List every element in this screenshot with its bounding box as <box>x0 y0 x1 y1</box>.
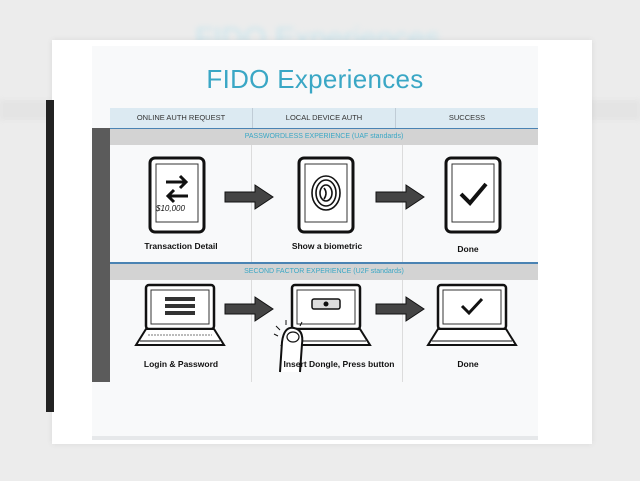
transfer-arrows-icon <box>165 174 189 204</box>
cell-label-login-password: Login & Password <box>143 359 219 369</box>
arrow-right-icon <box>224 296 274 322</box>
column-divider <box>251 145 252 262</box>
frame-edge <box>46 100 54 412</box>
checkmark-icon <box>460 297 484 316</box>
row-sidebar <box>92 128 110 382</box>
cell-label-biometric: Show a biometric <box>291 241 363 251</box>
laptop-login-icon <box>134 283 226 346</box>
column-header-success: SUCCESS <box>448 113 486 122</box>
laptop-dongle-icon <box>280 283 372 346</box>
finger-press-icon <box>273 320 304 373</box>
tablet-biometric-icon <box>297 156 355 234</box>
arrow-right-icon <box>375 296 425 322</box>
column-header-online-auth: ONLINE AUTH REQUEST <box>110 108 253 128</box>
slide-bottom-edge <box>92 436 538 440</box>
column-divider <box>402 280 403 382</box>
cell-label-transaction-detail: Transaction Detail <box>144 241 218 251</box>
cell-label-done-1: Done <box>457 244 479 254</box>
slide: FIDO Experiences ONLINE AUTH REQUEST LOC… <box>92 46 538 440</box>
cell-label-done-2: Done <box>457 359 479 369</box>
login-form-icon <box>165 297 195 315</box>
column-divider <box>251 280 252 382</box>
arrow-right-icon <box>375 184 425 210</box>
laptop-done-icon <box>426 283 518 346</box>
tablet-transaction-icon <box>148 156 206 234</box>
column-header-local-auth: LOCAL DEVICE AUTH <box>253 108 396 128</box>
band-second-factor: SECOND FACTOR EXPERIENCE (U2F standards) <box>110 262 538 280</box>
tablet-done-icon <box>444 156 502 234</box>
fingerprint-icon <box>311 175 341 211</box>
slide-title: FIDO Experiences <box>206 64 424 94</box>
usb-dongle-icon <box>311 298 341 310</box>
band-passwordless: PASSWORDLESS EXPERIENCE (UAF standards) <box>110 129 538 145</box>
amount-text: $10,000 <box>156 204 185 213</box>
column-divider <box>402 145 403 262</box>
column-headers: ONLINE AUTH REQUEST LOCAL DEVICE AUTH SU… <box>110 108 538 130</box>
cell-label-dongle: Insert Dongle, Press button <box>283 359 395 369</box>
checkmark-icon <box>459 182 488 206</box>
arrow-right-icon <box>224 184 274 210</box>
